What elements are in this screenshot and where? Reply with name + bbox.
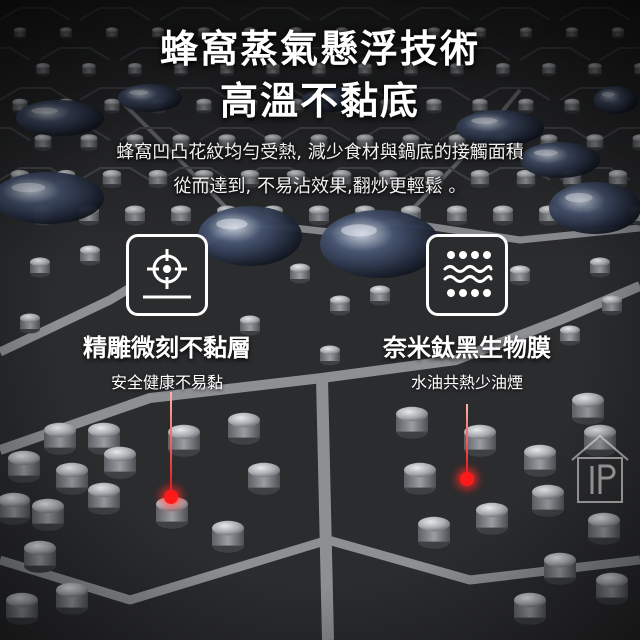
marker-line-right [466, 404, 468, 476]
description-line-2: 從而達到, 不易沾效果,翻炒更輕鬆 。 [173, 176, 467, 197]
description-line-1: 蜂窩凹凸花紋均勻受熱, 減少食材與鍋底的接觸面積 [116, 142, 524, 163]
heat-waves-icon [426, 234, 508, 316]
headline-line-2: 高溫不黏底 [219, 79, 420, 123]
feature-left: 精雕微刻不黏層 安全健康不易黏 [42, 234, 292, 393]
feature-subtitle: 安全健康不易黏 [110, 373, 223, 392]
house-logo-icon [571, 434, 629, 503]
marker-line-left [170, 392, 172, 496]
headline-line-1: 蜂窩蒸氣懸浮技術 [159, 27, 480, 71]
marker-dot-right [460, 472, 474, 486]
feature-right: 奈米鈦黑生物膜 水油共熱少油煙 [342, 234, 592, 393]
feature-title: 奈米鈦黑生物膜 [383, 334, 551, 362]
marker-dot-left [164, 490, 178, 504]
feature-title: 精雕微刻不黏層 [83, 334, 251, 362]
crosshair-flame-icon [126, 234, 208, 316]
feature-subtitle: 水油共熱少油煙 [410, 373, 523, 392]
